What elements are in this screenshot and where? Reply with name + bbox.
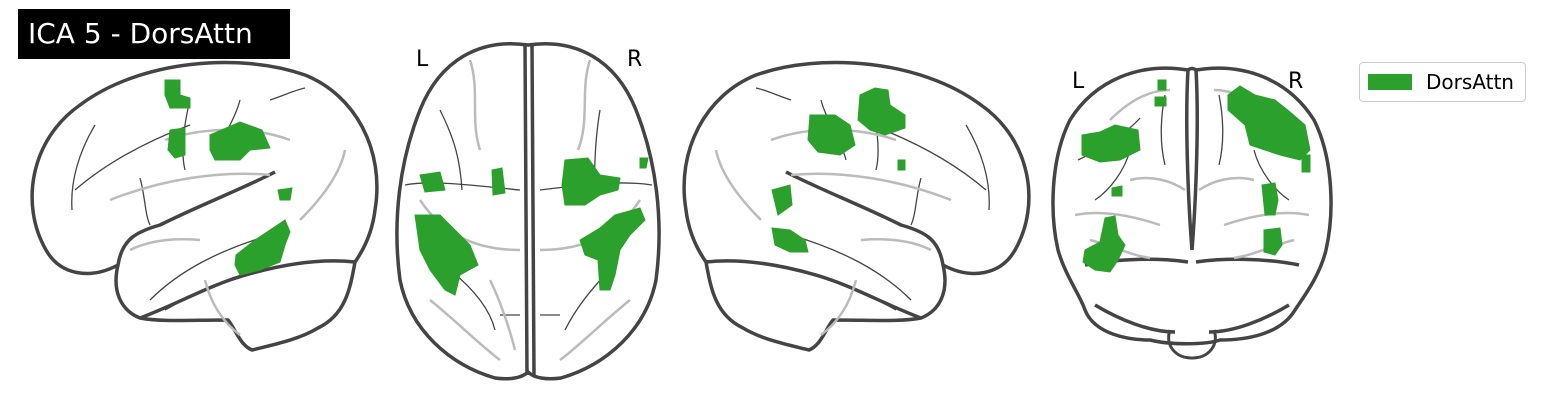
activation-cluster	[1082, 215, 1126, 273]
activation-clusters	[1081, 79, 1311, 273]
activation-cluster	[1157, 79, 1167, 91]
activation-cluster	[1261, 182, 1279, 216]
activation-cluster	[234, 219, 291, 276]
sagittal-right-view	[682, 60, 1031, 352]
activation-cluster	[164, 79, 191, 109]
coronal-right-label: R	[1288, 69, 1303, 94]
activation-cluster	[414, 214, 479, 296]
activation-cluster	[419, 171, 446, 193]
brain-outline	[1051, 66, 1333, 346]
brain-outline	[30, 60, 379, 352]
activation-cluster	[897, 159, 906, 171]
legend-label: DorsAttn	[1426, 70, 1514, 94]
sulci-shadow	[714, 128, 952, 336]
activation-cluster	[491, 167, 506, 196]
activation-cluster	[807, 114, 856, 156]
brain-outline	[682, 60, 1031, 352]
sulci-lines	[71, 87, 306, 311]
figure-title: ICA 5 - DorsAttn	[18, 9, 290, 59]
activation-clusters	[771, 87, 906, 253]
activation-cluster	[561, 157, 621, 206]
sulci-shadow	[418, 59, 642, 361]
activation-cluster	[1301, 154, 1311, 173]
sagittal-left-view	[30, 60, 379, 352]
axial-left-label: L	[416, 47, 429, 72]
activation-cluster	[1111, 185, 1123, 197]
brain-outline	[395, 42, 661, 381]
activation-cluster	[579, 207, 646, 291]
sulci-shadow	[109, 128, 347, 336]
activation-clusters	[414, 157, 649, 296]
activation-cluster	[771, 227, 809, 253]
axial-right-label: R	[627, 47, 642, 72]
cerebellum-outline	[1167, 329, 1217, 360]
legend: DorsAttn	[1359, 62, 1526, 102]
axial-view: L R	[395, 42, 661, 381]
activation-cluster	[857, 87, 906, 136]
coronal-view: L R	[1051, 66, 1333, 360]
activation-cluster	[209, 121, 271, 161]
coronal-left-label: L	[1072, 69, 1085, 94]
activation-cluster	[1081, 124, 1141, 163]
activation-cluster	[771, 184, 793, 216]
legend-swatch	[1368, 74, 1412, 90]
activation-clusters	[164, 79, 293, 276]
activation-cluster	[1263, 227, 1283, 256]
activation-cluster	[639, 157, 649, 169]
activation-cluster	[277, 187, 293, 201]
activation-cluster	[1154, 96, 1167, 107]
activation-cluster	[167, 127, 186, 159]
